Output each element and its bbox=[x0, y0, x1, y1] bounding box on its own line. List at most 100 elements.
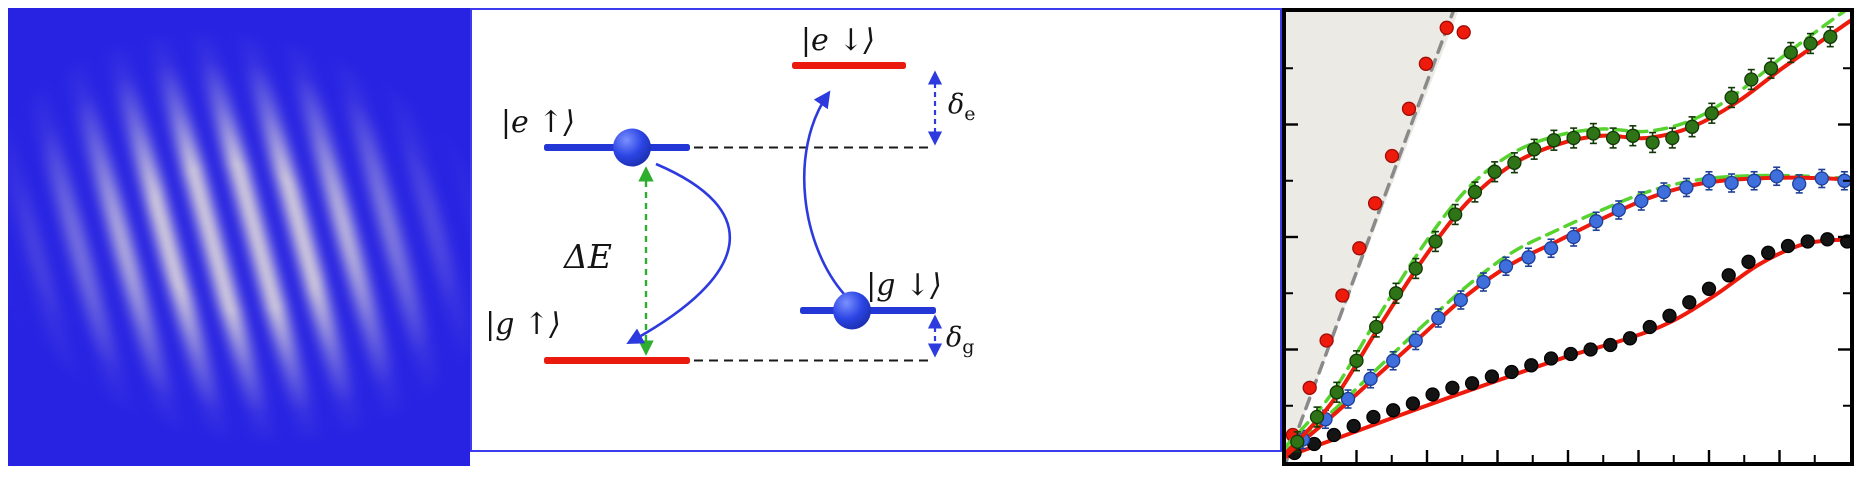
series-black-dot bbox=[1761, 245, 1776, 260]
blue-fit-dashed bbox=[1286, 173, 1850, 453]
series-green-dot bbox=[1783, 45, 1798, 60]
reference-red-dot bbox=[1418, 56, 1434, 71]
atom-ball-g-down bbox=[833, 291, 871, 330]
series-black-dot bbox=[1405, 396, 1421, 411]
series-black-dot bbox=[1780, 238, 1796, 254]
series-black-dot bbox=[1741, 254, 1756, 269]
series-black-dot bbox=[1622, 331, 1638, 346]
series-black-dot bbox=[1484, 369, 1500, 384]
series-blue-dot bbox=[1566, 229, 1581, 245]
series-blue-dot bbox=[1431, 310, 1446, 326]
series-blue-dot bbox=[1746, 173, 1762, 188]
ket-e-down-label: |e ↓⟩ bbox=[801, 23, 875, 58]
series-green-dot bbox=[1724, 90, 1739, 105]
series-green-dot bbox=[1744, 72, 1759, 87]
atom-ball-e-up bbox=[613, 128, 651, 167]
series-blue-dot bbox=[1363, 371, 1378, 386]
transition-arrow-up bbox=[803, 90, 845, 295]
detuning-e-label: δe bbox=[948, 89, 976, 125]
level-diagram-svg: |e ↓⟩ |e ↑⟩ |g ↑⟩ |g ↓⟩ ΔE δe δg bbox=[485, 23, 976, 364]
series-black-dot bbox=[1425, 387, 1440, 402]
series-blue-dot bbox=[1611, 202, 1626, 218]
detuning-g-label: δg bbox=[946, 322, 974, 358]
series-green-dot bbox=[1388, 286, 1404, 301]
series-black-dot bbox=[1386, 403, 1401, 418]
series-black-dot bbox=[1346, 418, 1361, 434]
series-black-dot bbox=[1603, 337, 1618, 353]
series-blue-dot bbox=[1476, 274, 1491, 290]
series-blue-dot bbox=[1340, 391, 1356, 407]
energy-gap-label: ΔE bbox=[562, 237, 612, 276]
series-green-dot bbox=[1428, 234, 1443, 249]
series-green-dot bbox=[1665, 130, 1680, 146]
series-blue-dot bbox=[1521, 250, 1536, 265]
ket-g-down-label: |g ↓⟩ bbox=[866, 268, 942, 303]
series-black-dot bbox=[1721, 268, 1736, 283]
reference-red-dot bbox=[1302, 380, 1317, 395]
series-black-dot bbox=[1662, 308, 1677, 323]
series-blue-dot bbox=[1814, 171, 1829, 186]
series-green-dot bbox=[1645, 135, 1660, 150]
fringe-image-panel bbox=[8, 8, 470, 466]
series-blue-dot bbox=[1724, 175, 1739, 191]
series-blue-dot bbox=[1792, 176, 1807, 192]
series-black-dot bbox=[1800, 234, 1815, 249]
reference-red-dot bbox=[1439, 20, 1454, 35]
series-green-dot bbox=[1487, 164, 1502, 179]
fringe-envelope bbox=[8, 8, 470, 466]
series-green-dot bbox=[1605, 130, 1621, 146]
series-blue-dot bbox=[1656, 184, 1672, 200]
series-green-dot bbox=[1448, 207, 1463, 222]
reference-red-dot bbox=[1384, 148, 1400, 164]
series-blue-dot bbox=[1498, 259, 1514, 274]
ket-e-up-label: |e ↑⟩ bbox=[501, 105, 575, 140]
series-green-dot bbox=[1290, 434, 1305, 449]
reference-red-dot bbox=[1335, 288, 1350, 303]
series-blue-dot bbox=[1408, 333, 1423, 348]
series-blue-dot bbox=[1769, 169, 1784, 184]
series-black-dot bbox=[1642, 319, 1657, 335]
series-blue-dot bbox=[1634, 193, 1649, 209]
series-blue-dot bbox=[1701, 173, 1717, 188]
series-black-dot bbox=[1682, 295, 1697, 310]
chart-svg bbox=[1286, 12, 1850, 462]
series-black-dot bbox=[1326, 427, 1342, 443]
series-black-dot bbox=[1464, 376, 1480, 391]
series-green-dot bbox=[1408, 261, 1423, 276]
series-blue-dot bbox=[1679, 180, 1694, 195]
chart-panel bbox=[1282, 8, 1854, 466]
series-blue-dot bbox=[1589, 214, 1604, 229]
series-green-dot bbox=[1329, 385, 1344, 400]
level-line-g-up bbox=[544, 357, 690, 364]
series-black-dot bbox=[1840, 234, 1850, 249]
series-green-dot bbox=[1803, 36, 1818, 51]
transition-arrow-down bbox=[626, 162, 732, 345]
level-diagram-panel: |e ↓⟩ |e ↑⟩ |g ↑⟩ |g ↓⟩ ΔE δe δg bbox=[470, 8, 1282, 452]
series-green-dot bbox=[1467, 184, 1483, 200]
series-black-dot bbox=[1445, 380, 1460, 395]
green-fit-dashed bbox=[1286, 12, 1847, 449]
level-line-e-down bbox=[792, 62, 906, 69]
series-green-dot bbox=[1546, 133, 1562, 148]
series-green-dot bbox=[1763, 61, 1779, 76]
series-blue-dot bbox=[1543, 241, 1559, 256]
series-green-dot bbox=[1527, 142, 1542, 157]
series-black-dot bbox=[1820, 232, 1835, 247]
series-blue-dot bbox=[1453, 292, 1468, 308]
reference-red-dot bbox=[1352, 241, 1367, 256]
series-green-dot bbox=[1349, 353, 1364, 368]
series-green-dot bbox=[1586, 126, 1601, 141]
series-green-dot bbox=[1507, 155, 1522, 170]
series-black-dot bbox=[1524, 358, 1539, 373]
series-green-dot bbox=[1625, 128, 1641, 143]
delta-g-symbol: δ bbox=[946, 322, 962, 353]
series-black-dot bbox=[1504, 364, 1519, 380]
series-blue-dot bbox=[1386, 353, 1401, 368]
series-green-dot bbox=[1704, 106, 1719, 121]
reference-red-dot bbox=[1456, 25, 1471, 40]
series-black-dot bbox=[1366, 409, 1381, 425]
delta-g-sub: g bbox=[962, 336, 974, 358]
series-black-dot bbox=[1543, 351, 1559, 366]
series-green-dot bbox=[1823, 29, 1838, 44]
